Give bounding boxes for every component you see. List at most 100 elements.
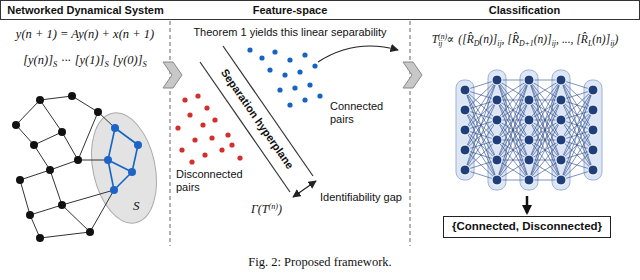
graph-node — [12, 121, 20, 129]
nn-neuron — [524, 135, 534, 145]
nn-weight — [529, 160, 561, 180]
nn-weight — [497, 80, 529, 140]
nn-neuron — [588, 125, 598, 135]
graph-link — [108, 160, 132, 172]
graph-link — [40, 232, 90, 238]
connected-dot — [287, 102, 292, 107]
graph-node — [58, 128, 66, 136]
graph-link — [34, 145, 50, 170]
graph-link — [16, 100, 40, 125]
hyperplane-line — [223, 46, 313, 176]
nn-weight — [497, 120, 529, 180]
nn-weight — [497, 120, 529, 180]
connected-dot — [317, 93, 322, 98]
nn-neuron — [492, 135, 502, 145]
label-text: , — [502, 33, 505, 47]
nn-weight — [497, 160, 529, 180]
graph-node — [104, 156, 112, 164]
label-group: Separation hyperplane — [217, 66, 295, 171]
disconnected-dot — [202, 152, 207, 157]
graph-link — [115, 128, 138, 145]
disconnected-dot — [182, 97, 187, 102]
nn-neuron — [588, 145, 598, 155]
nn-weight — [529, 80, 561, 140]
graph-link — [78, 160, 108, 161]
disconnected-dot — [237, 155, 242, 160]
math-index: (n) — [269, 202, 279, 212]
graph-node — [36, 234, 44, 242]
label-group: S — [133, 198, 140, 214]
graph-node — [58, 201, 66, 209]
label-text: Γ(T — [251, 202, 269, 216]
label-text: ..., — [562, 33, 574, 47]
panel-divider — [170, 21, 171, 246]
nn-neuron — [460, 125, 470, 135]
graph-link — [108, 128, 115, 160]
graph-link — [62, 205, 90, 232]
disconnected-dot — [175, 125, 180, 130]
disconnected-dot — [179, 147, 184, 152]
graph-link — [78, 112, 98, 160]
label-text: ) — [278, 202, 282, 216]
graph-node — [74, 156, 82, 164]
nn-weight — [529, 120, 561, 180]
nn-weight — [561, 80, 593, 170]
nn-neuron — [492, 95, 502, 105]
nn-neuron — [492, 155, 502, 165]
nn-weight — [529, 80, 561, 140]
nn-neuron — [460, 165, 470, 175]
nn-weight — [529, 80, 561, 180]
math-index: ij — [497, 39, 501, 48]
graph-link — [20, 170, 50, 180]
nn-neuron — [460, 85, 470, 95]
connected-dot — [247, 47, 252, 52]
label-text: [y(0)] — [113, 53, 143, 68]
label-text: Theorem 1 yields this linear separabilit… — [193, 26, 386, 39]
graph-link — [34, 132, 62, 145]
label-text: [y(n)] — [23, 53, 53, 68]
feature-arrow — [318, 46, 398, 62]
label-text: (n)] — [534, 33, 552, 47]
math-index: D — [474, 39, 480, 48]
label-group: y(n + 1) = Ay(n) + x(n + 1) — [16, 27, 154, 42]
nn-neuron — [556, 75, 566, 85]
math-index: S — [53, 59, 57, 69]
subset-blob — [82, 107, 166, 229]
label-group: Connected pairs — [330, 100, 404, 126]
nn-neuron — [492, 75, 502, 85]
graph-node — [68, 92, 76, 100]
nn-neuron — [460, 145, 470, 155]
panel-heading: Feature-space — [170, 0, 410, 20]
graph-node — [46, 166, 54, 174]
graph-node — [111, 124, 119, 132]
graph-node — [94, 108, 102, 116]
connected-dot — [292, 85, 297, 90]
label-text: y(n + 1) = Ay(n) + x(n + 1) — [16, 27, 154, 42]
nn-neuron — [556, 115, 566, 125]
graph-link — [40, 96, 72, 100]
nn-neuron — [556, 135, 566, 145]
graph-link — [108, 160, 114, 190]
nn-neuron — [492, 115, 502, 125]
label-group: T(n)ij∝([R̂D(n)]ij,[R̂D+1(n)]ij,...,[R̂L… — [432, 33, 619, 47]
connected-dot — [297, 69, 302, 74]
nn-weight — [465, 150, 497, 180]
nn-neuron — [556, 95, 566, 105]
nn-weight — [529, 80, 561, 180]
graph-node — [26, 211, 34, 219]
graph-link — [50, 160, 78, 170]
nn-weight — [497, 80, 529, 140]
nn-neuron — [524, 95, 534, 105]
nn-weight — [497, 80, 529, 100]
disconnected-dot — [192, 137, 197, 142]
panel-divider — [410, 21, 411, 246]
neural-network — [456, 70, 602, 190]
math-index: L — [588, 39, 592, 48]
graph-link — [72, 96, 98, 112]
network-graph — [12, 92, 142, 242]
connected-dot — [272, 49, 277, 54]
disconnected-dot — [219, 147, 224, 152]
nn-weight — [497, 80, 529, 180]
disconnected-dot — [225, 132, 230, 137]
